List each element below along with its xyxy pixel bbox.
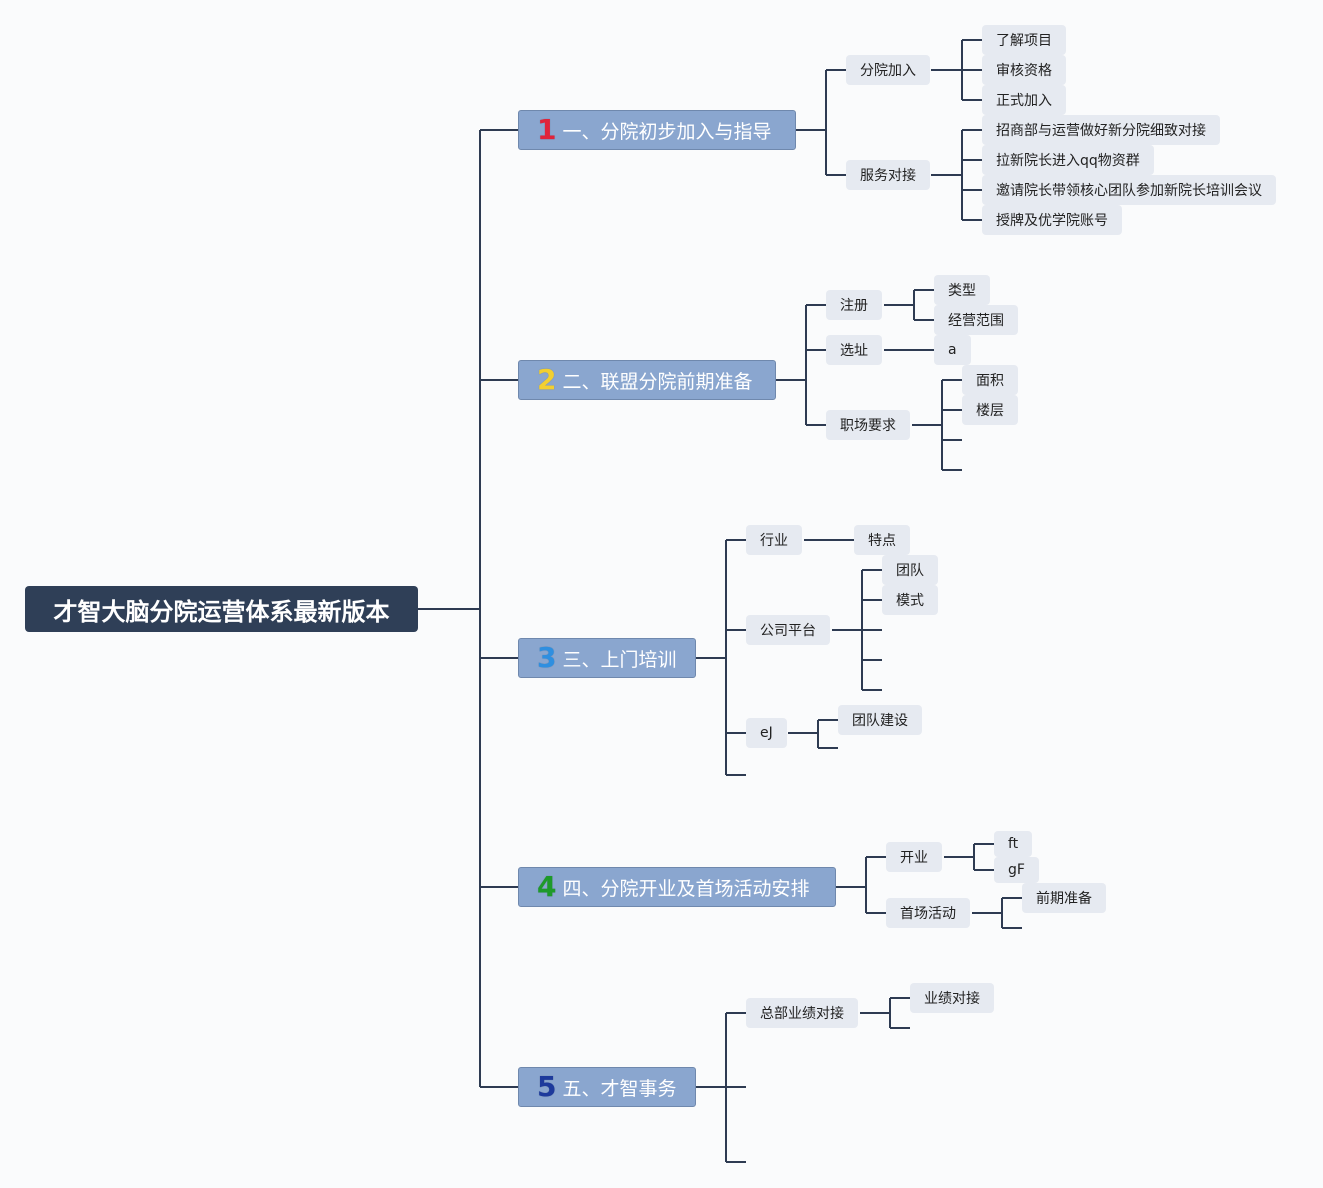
subtopic-company-platform[interactable]: 公司平台	[746, 615, 830, 645]
leaf-team[interactable]: 团队	[882, 555, 938, 585]
subtopic-hq-performance-label: 总部业绩对接	[760, 1006, 844, 1022]
leaf-label: 招商部与运营做好新分院细致对接	[996, 123, 1206, 139]
subtopic-site-selection-label: 选址	[840, 343, 868, 359]
subtopic-first-event[interactable]: 首场活动	[886, 898, 970, 928]
leaf-model[interactable]: 模式	[882, 585, 938, 615]
subtopic-service-docking-label: 服务对接	[860, 168, 916, 184]
branch-1-label: 一、分院初步加入与指导	[562, 120, 772, 143]
branch-1-topic[interactable]: 1 一、分院初步加入与指导	[518, 110, 796, 150]
subtopic-opening[interactable]: 开业	[886, 842, 942, 872]
branch-4-label: 四、分院开业及首场活动安排	[562, 877, 810, 900]
leaf-label: 经营范围	[948, 313, 1004, 329]
leaf-label: 授牌及优学院账号	[996, 213, 1108, 229]
leaf-investment-docking[interactable]: 招商部与运营做好新分院细致对接	[982, 115, 1220, 145]
subtopic-hq-performance[interactable]: 总部业绩对接	[746, 998, 858, 1028]
leaf-label: 类型	[948, 283, 976, 299]
leaf-floor[interactable]: 楼层	[962, 395, 1018, 425]
subtopic-ej[interactable]: eJ	[746, 718, 787, 748]
leaf-label: 了解项目	[996, 33, 1052, 49]
leaf-a[interactable]: a	[934, 335, 971, 365]
leaf-preparation[interactable]: 前期准备	[1022, 883, 1106, 913]
subtopic-workplace-requirements-label: 职场要求	[840, 418, 896, 434]
leaf-label: 前期准备	[1036, 891, 1092, 907]
branch-3-topic[interactable]: 3 三、上门培训	[518, 638, 696, 678]
leaf-formal-join[interactable]: 正式加入	[982, 85, 1066, 115]
leaf-type[interactable]: 类型	[934, 275, 990, 305]
subtopic-register[interactable]: 注册	[826, 290, 882, 320]
subtopic-service-docking[interactable]: 服务对接	[846, 160, 930, 190]
leaf-ft[interactable]: ft	[994, 831, 1033, 857]
leaf-area[interactable]: 面积	[962, 365, 1018, 395]
branch-5-number: 5	[537, 1070, 557, 1103]
leaf-understand-project[interactable]: 了解项目	[982, 25, 1066, 55]
leaf-plaque-account[interactable]: 授牌及优学院账号	[982, 205, 1122, 235]
subtopic-join-label: 分院加入	[860, 63, 916, 79]
leaf-label: 邀请院长带领核心团队参加新院长培训会议	[996, 183, 1262, 199]
leaf-label: 拉新院长进入qq物资群	[996, 153, 1140, 169]
leaf-label: 业绩对接	[924, 991, 980, 1007]
leaf-qq-group[interactable]: 拉新院长进入qq物资群	[982, 145, 1154, 175]
subtopic-workplace-requirements[interactable]: 职场要求	[826, 410, 910, 440]
leaf-training-meeting[interactable]: 邀请院长带领核心团队参加新院长培训会议	[982, 175, 1276, 205]
leaf-business-scope[interactable]: 经营范围	[934, 305, 1018, 335]
leaf-label: 团队建设	[852, 713, 908, 729]
leaf-label: 面积	[976, 373, 1004, 389]
leaf-gf[interactable]: gF	[994, 857, 1039, 883]
leaf-performance-docking[interactable]: 业绩对接	[910, 983, 994, 1013]
leaf-label: 特点	[868, 533, 896, 549]
leaf-label: 正式加入	[996, 93, 1052, 109]
leaf-review-qualification[interactable]: 审核资格	[982, 55, 1066, 85]
subtopic-join[interactable]: 分院加入	[846, 55, 930, 85]
branch-5-label: 五、才智事务	[562, 1077, 677, 1100]
subtopic-industry-label: 行业	[760, 533, 788, 549]
subtopic-company-platform-label: 公司平台	[760, 623, 816, 639]
subtopic-opening-label: 开业	[900, 850, 928, 866]
branch-2-label: 二、联盟分院前期准备	[562, 370, 753, 393]
subtopic-ej-label: eJ	[760, 725, 773, 741]
branch-1-number: 1	[537, 113, 557, 146]
branch-4-number: 4	[537, 870, 557, 903]
leaf-label: a	[948, 342, 957, 358]
subtopic-first-event-label: 首场活动	[900, 906, 956, 922]
branch-5-topic[interactable]: 5 五、才智事务	[518, 1067, 696, 1107]
subtopic-site-selection[interactable]: 选址	[826, 335, 882, 365]
subtopic-register-label: 注册	[840, 298, 868, 314]
subtopic-industry[interactable]: 行业	[746, 525, 802, 555]
leaf-label: 楼层	[976, 403, 1004, 419]
branch-3-label: 三、上门培训	[562, 648, 677, 671]
leaf-label: ft	[1008, 836, 1019, 852]
leaf-features[interactable]: 特点	[854, 525, 910, 555]
branch-2-number: 2	[537, 363, 557, 396]
leaf-label: 模式	[896, 593, 924, 609]
branch-2-topic[interactable]: 2 二、联盟分院前期准备	[518, 360, 776, 400]
leaf-label: gF	[1008, 862, 1025, 878]
leaf-label: 审核资格	[996, 63, 1052, 79]
leaf-team-building[interactable]: 团队建设	[838, 705, 922, 735]
branch-4-topic[interactable]: 4 四、分院开业及首场活动安排	[518, 867, 836, 907]
root-topic[interactable]: 才智大脑分院运营体系最新版本	[25, 586, 418, 632]
leaf-label: 团队	[896, 563, 924, 579]
branch-3-number: 3	[537, 641, 557, 674]
